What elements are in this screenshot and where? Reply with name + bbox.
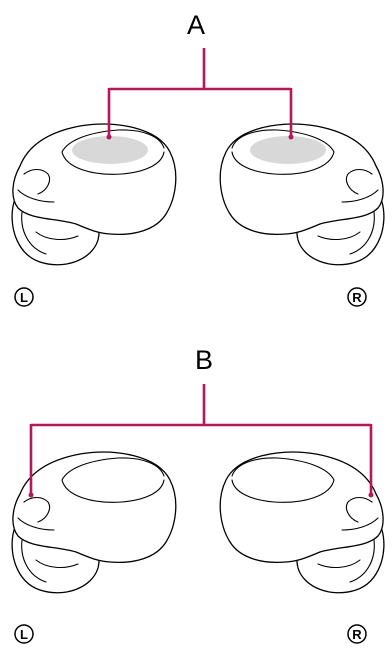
group-a: A L R — [12, 10, 384, 306]
left-earbud-bottom — [12, 452, 176, 593]
callout-b-dot-left — [29, 493, 34, 498]
label-b: B — [195, 345, 213, 375]
side-mark-left-top: L — [15, 288, 33, 306]
right-earbud-top — [220, 124, 384, 265]
callout-a-dot-right — [289, 135, 294, 140]
group-b: B L R — [12, 345, 384, 643]
touch-sensor-right — [250, 136, 326, 164]
side-mark-right-bottom: R — [348, 625, 366, 643]
svg-text:R: R — [352, 290, 362, 305]
callout-a-dot-left — [107, 135, 112, 140]
label-a: A — [187, 10, 205, 40]
touch-sensor-left — [72, 136, 148, 164]
right-earbud-bottom — [220, 452, 384, 593]
side-mark-right-top: R — [348, 288, 366, 306]
svg-text:L: L — [20, 627, 28, 642]
left-earbud-top — [12, 124, 176, 265]
side-mark-left-bottom: L — [15, 625, 33, 643]
svg-text:L: L — [20, 290, 28, 305]
callout-a — [109, 48, 291, 136]
callout-b-dot-right — [369, 493, 374, 498]
svg-text:R: R — [352, 627, 362, 642]
